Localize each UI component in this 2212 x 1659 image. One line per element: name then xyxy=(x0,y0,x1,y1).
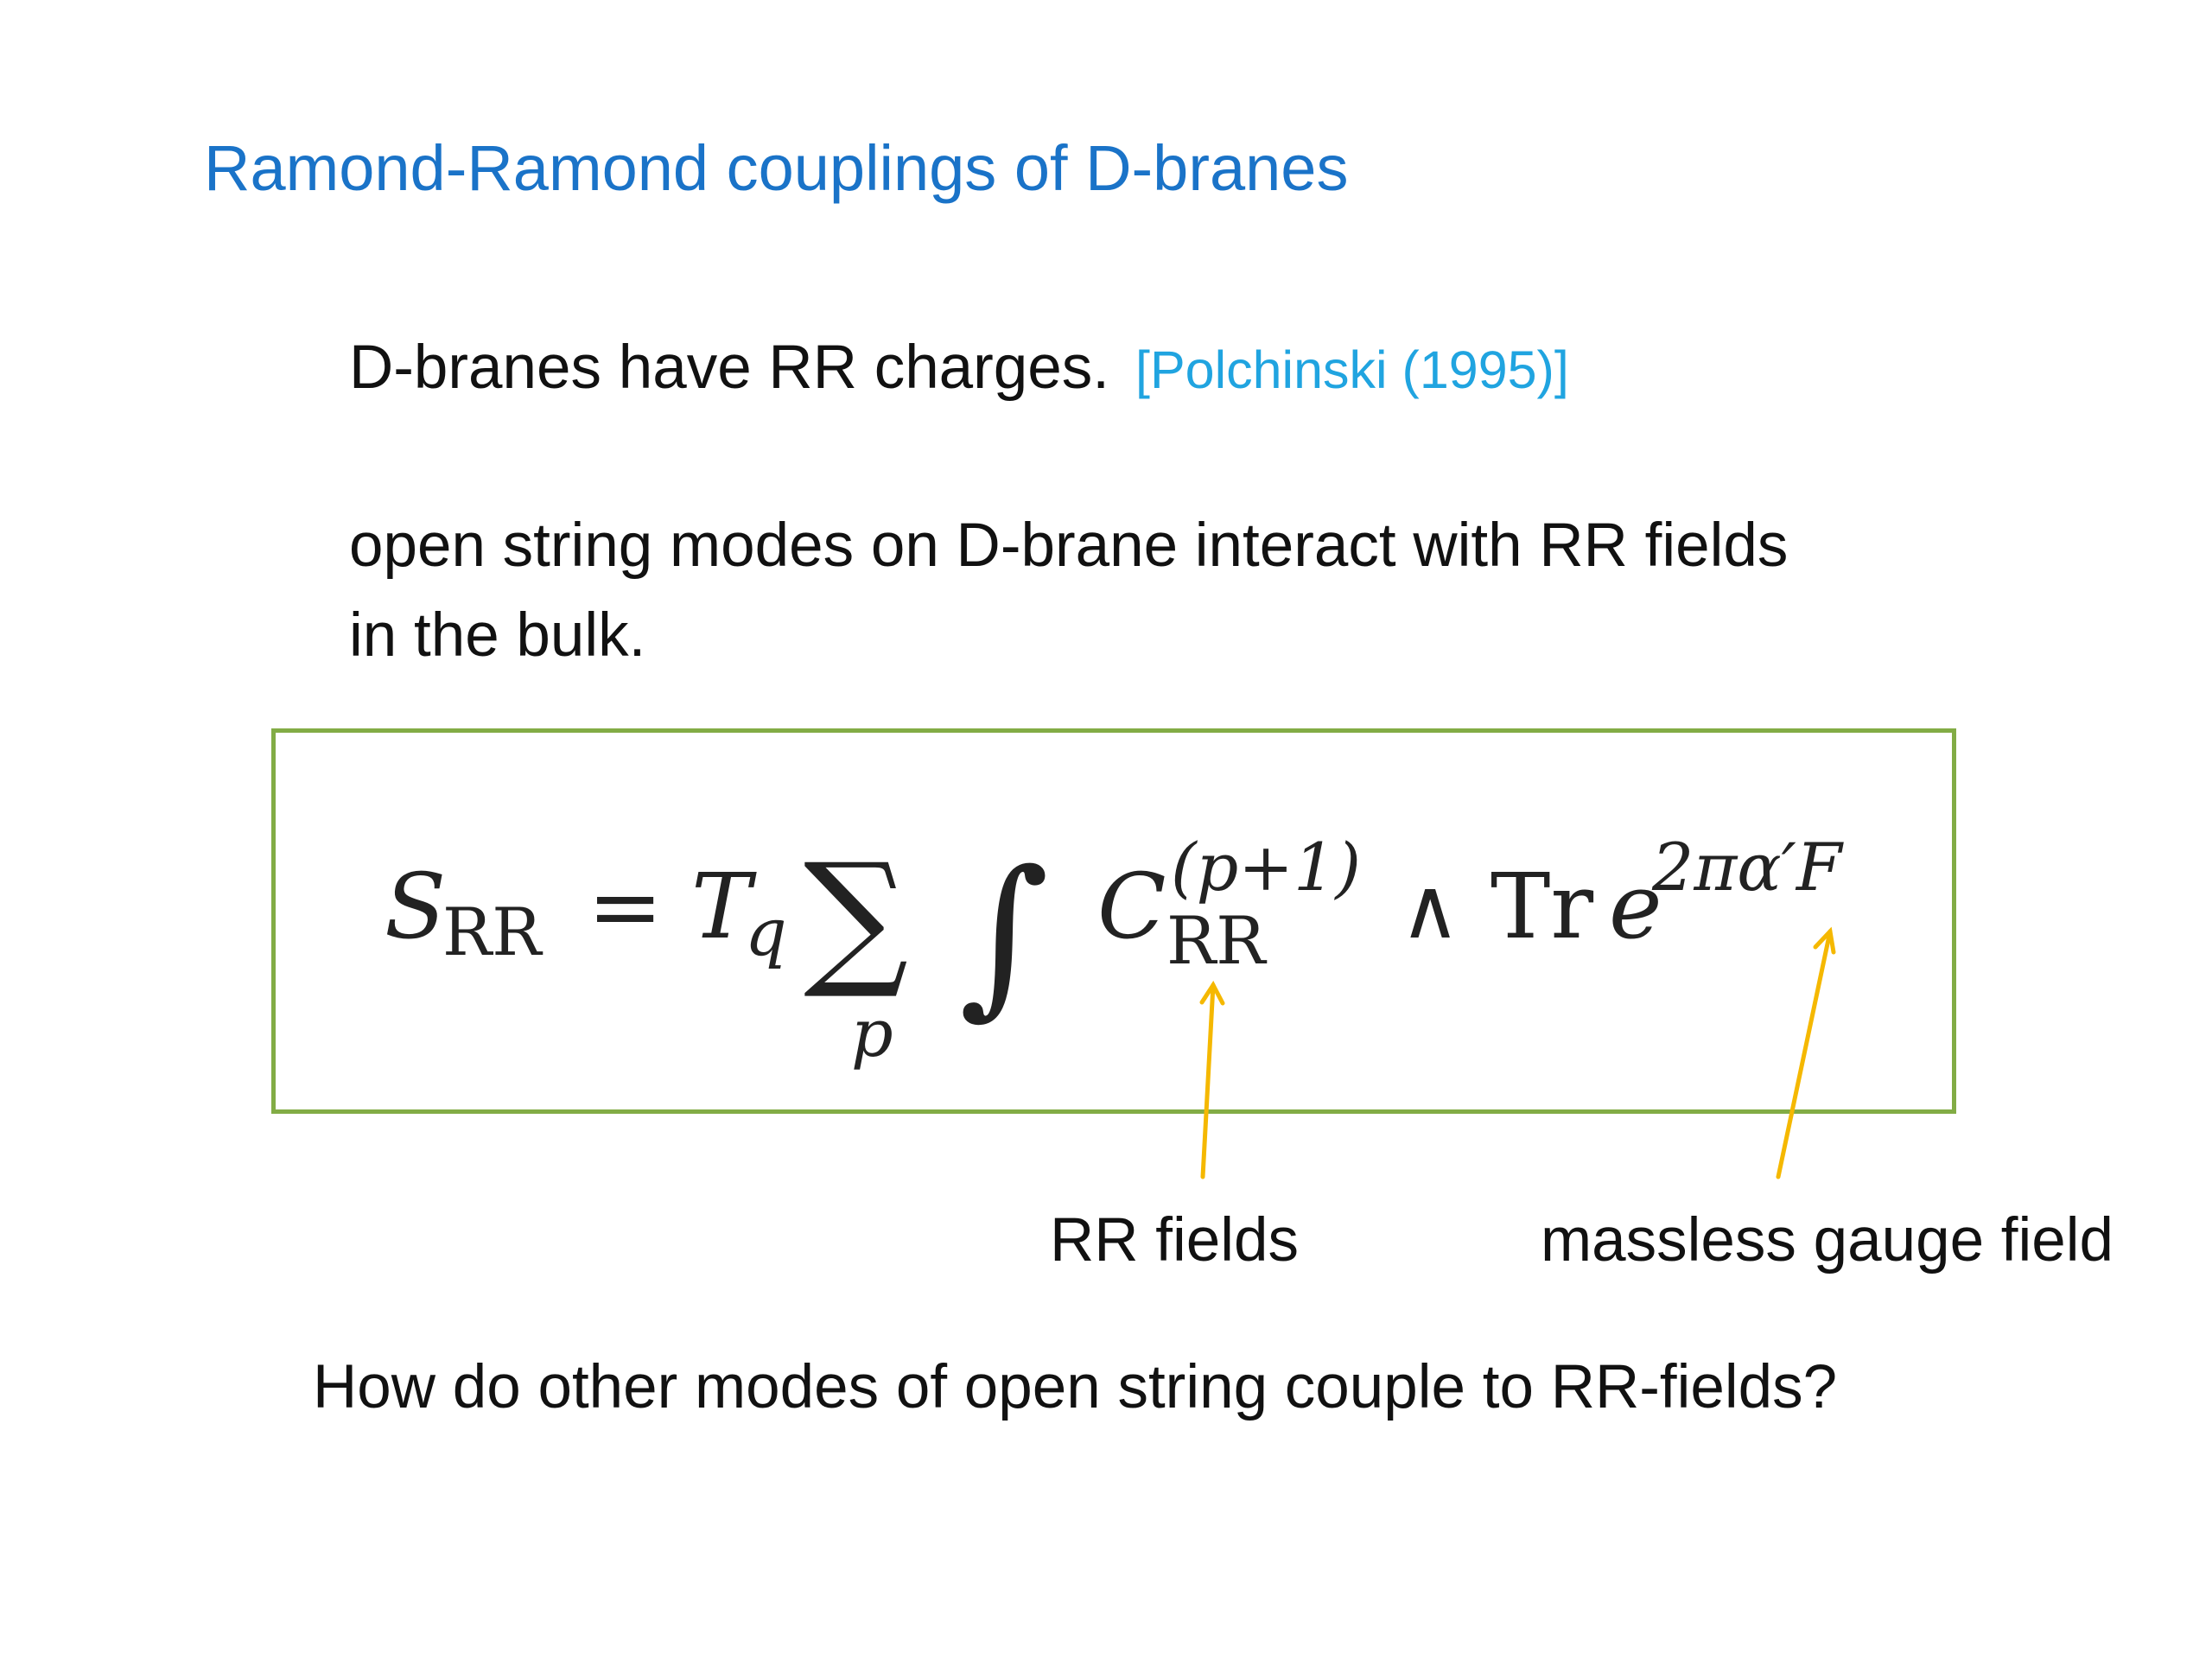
statement-open-string-line-1: open string modes on D-brane interact wi… xyxy=(349,512,1789,580)
eq-sum-index: p xyxy=(851,995,893,1071)
equation-box xyxy=(271,728,1956,1114)
arrow-head-gauge-field xyxy=(1813,926,1836,955)
annotation-rr-fields: RR fields xyxy=(1050,1206,1300,1274)
eq-T-subscript: q xyxy=(745,893,787,970)
rr-coupling-equation: S RR = T q ∑ p ∫ C (p+1) RR ∧ Tr e 2πα′F xyxy=(385,829,1844,1071)
eq-integral-sign: ∫ xyxy=(959,834,1049,1035)
annotation-massless-gauge-field: massless gauge field xyxy=(1541,1206,2114,1274)
citation: [Polchinski (1995)] xyxy=(1135,340,1569,399)
eq-S-subscript: RR xyxy=(442,893,543,970)
arrow-gauge-field xyxy=(1776,929,1833,1179)
statement-text: D-branes have RR charges. xyxy=(349,334,1110,402)
annotation-arrows xyxy=(1199,926,1836,1179)
eq-wedge: ∧ xyxy=(1400,861,1460,957)
slide-title: Ramond-Ramond couplings of D-branes xyxy=(204,132,1349,204)
statement-rr-charges: D-branes have RR charges.[Polchinski (19… xyxy=(349,337,1569,398)
eq-C-subscript: RR xyxy=(1166,902,1268,979)
eq-exp-superscript: 2πα′F xyxy=(1651,829,1844,906)
eq-trace: Tr xyxy=(1491,854,1593,959)
statement-open-string-line-2: in the bulk. xyxy=(349,601,646,670)
closing-question: How do other modes of open string couple… xyxy=(313,1353,1838,1421)
eq-sum-sign: ∑ xyxy=(804,832,908,1003)
arrow-rr-fields xyxy=(1200,982,1216,1179)
eq-exp-base: e xyxy=(1609,854,1662,959)
arrow-head-rr-fields xyxy=(1199,981,1225,1006)
eq-C: C xyxy=(1097,854,1166,959)
eq-C-superscript: (p+1) xyxy=(1171,829,1361,906)
eq-T: T xyxy=(691,854,757,959)
eq-equals: = xyxy=(588,854,663,959)
eq-S: S xyxy=(385,854,446,959)
